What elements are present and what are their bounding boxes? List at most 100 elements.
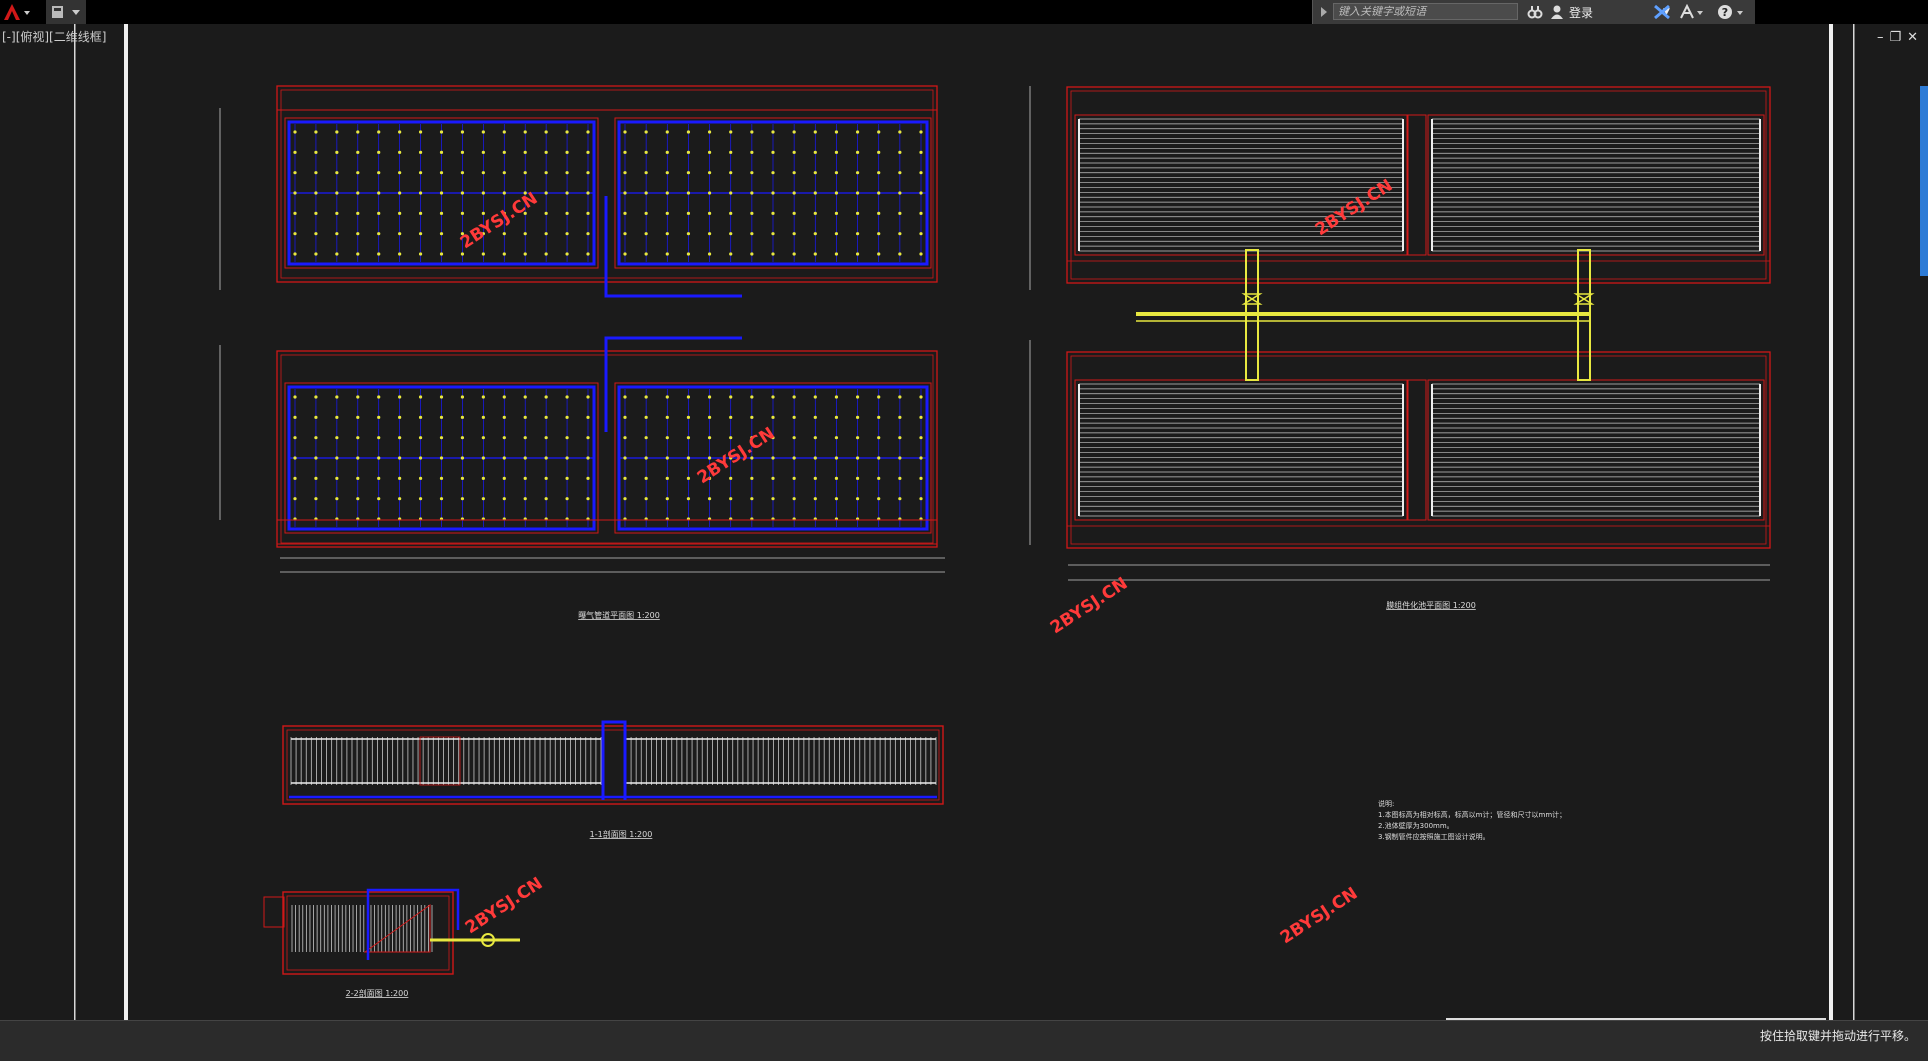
exchange-button[interactable] <box>1653 3 1671 21</box>
diffuser <box>792 171 796 175</box>
diffuser <box>398 150 402 154</box>
diffuser <box>877 211 881 215</box>
diffuser <box>356 456 360 460</box>
application-title-bar: 键入关键字或短语 登录 ▼ ? <box>0 0 1928 24</box>
diffuser <box>586 232 590 236</box>
diffuser <box>623 456 627 460</box>
tank-channel <box>1066 525 1771 549</box>
diffuser <box>686 191 691 195</box>
help-button[interactable]: ? <box>1717 3 1747 21</box>
search-button[interactable] <box>1527 3 1543 21</box>
diffuser <box>919 130 923 134</box>
diffuser <box>686 211 691 215</box>
infocenter-bar: 键入关键字或短语 登录 ▼ ? <box>1312 0 1755 24</box>
diffuser <box>686 415 691 419</box>
diffuser <box>623 436 627 440</box>
diffuser <box>418 497 423 501</box>
diffuser <box>439 211 444 215</box>
expand-arrow-icon[interactable] <box>1317 0 1331 24</box>
diffuser <box>293 130 297 134</box>
diffuser <box>335 211 339 215</box>
tank-channel <box>276 85 938 111</box>
diffuser <box>314 415 318 419</box>
diffuser <box>377 191 381 195</box>
diffuser <box>623 395 627 399</box>
diffuser <box>750 232 754 236</box>
diffuser <box>481 211 485 215</box>
diffuser <box>502 476 506 480</box>
diffuser <box>293 456 297 460</box>
diffuser <box>919 436 923 440</box>
diffuser <box>460 252 465 256</box>
diffuser <box>481 497 485 501</box>
drawing-window-controls: – ❐ ✕ <box>1877 30 1918 45</box>
diffuser <box>565 252 569 256</box>
diffuser <box>502 415 506 419</box>
diffuser <box>919 150 923 154</box>
app-menu-button[interactable] <box>0 0 34 24</box>
diffuser <box>502 171 506 175</box>
svg-text:?: ? <box>1722 6 1728 19</box>
diffuser <box>623 497 627 501</box>
diffuser <box>792 150 796 154</box>
diffuser <box>356 130 360 134</box>
notes-line: 1.本图标高为相对标高，标高以m计；管径和尺寸以mm计； <box>1378 810 1566 819</box>
close-icon[interactable]: ✕ <box>1907 30 1918 45</box>
diffuser <box>586 395 590 399</box>
diffuser <box>834 211 839 215</box>
diffuser <box>855 415 860 419</box>
diffuser <box>813 211 817 215</box>
diffuser <box>293 415 297 419</box>
diffuser <box>314 150 318 154</box>
login-button[interactable]: 登录 ▼ <box>1549 3 1670 21</box>
minimize-icon[interactable]: – <box>1876 30 1884 45</box>
diffuser <box>919 211 923 215</box>
diffuser <box>898 476 902 480</box>
diffuser <box>729 395 733 399</box>
diffuser <box>398 395 402 399</box>
diffuser <box>750 130 754 134</box>
vertical-scrollbar-thumb[interactable] <box>1920 86 1928 276</box>
diffuser <box>750 211 754 215</box>
cell-outline <box>1427 379 1765 521</box>
diffuser <box>771 497 775 501</box>
diffuser <box>898 150 902 154</box>
cell-outline <box>1074 114 1408 256</box>
diffuser <box>771 211 775 215</box>
diffuser <box>398 252 402 256</box>
diffuser <box>919 232 923 236</box>
diffuser <box>481 191 485 195</box>
viewport-controls-label[interactable]: [-][俯视][二维线框] <box>2 30 107 44</box>
quick-access-button[interactable] <box>46 0 86 24</box>
frame-line-left-outer <box>74 24 76 1020</box>
diffuser <box>439 395 444 399</box>
diffuser <box>877 171 881 175</box>
drawing-canvas[interactable]: 曝气管道平面图 1:200 膜组件化池平面图 1:200 1-1剖面图 1:20… <box>0 24 1928 1020</box>
diffuser <box>750 191 754 195</box>
diffuser <box>523 476 527 480</box>
diffuser <box>418 171 423 175</box>
exchange-x-icon <box>1654 4 1670 20</box>
diffuser <box>523 130 527 134</box>
diffuser <box>418 476 423 480</box>
diffuser <box>771 436 775 440</box>
diffuser <box>729 415 733 419</box>
diffuser <box>665 252 669 256</box>
diffuser <box>707 130 712 134</box>
diffuser <box>771 130 775 134</box>
search-input[interactable]: 键入关键字或短语 <box>1333 3 1518 20</box>
diffuser <box>481 436 485 440</box>
diffuser <box>877 150 881 154</box>
diffuser <box>771 415 775 419</box>
diffuser <box>377 436 381 440</box>
restore-icon[interactable]: ❐ <box>1889 30 1902 45</box>
tank-outline <box>1066 351 1771 549</box>
diffuser <box>855 456 860 460</box>
diffuser <box>686 130 691 134</box>
frame-line-left <box>124 24 128 1020</box>
stay-connected-button[interactable] <box>1679 3 1705 21</box>
diffuser <box>586 415 590 419</box>
diffuser <box>293 150 297 154</box>
diffuser <box>523 436 527 440</box>
frame-line-right-outer <box>1853 24 1855 1020</box>
